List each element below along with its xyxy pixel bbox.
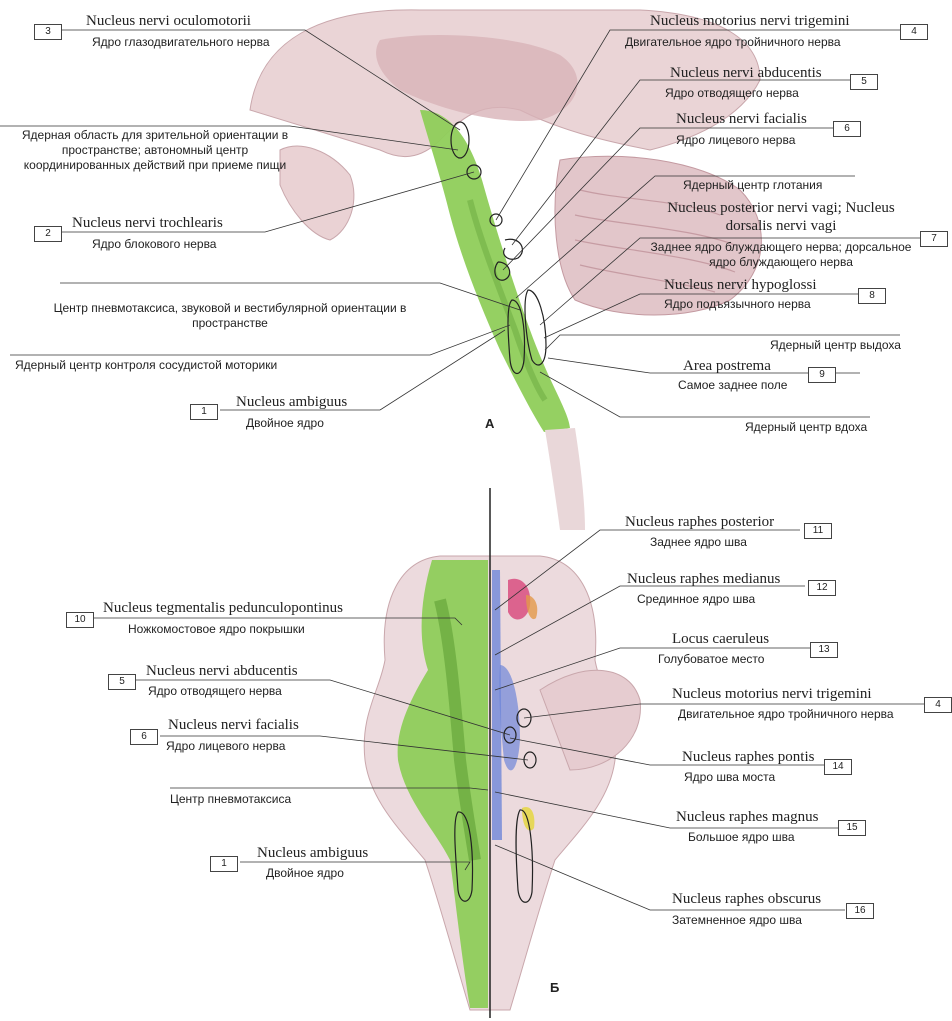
label-box-4a: 4 bbox=[900, 24, 928, 40]
label-b-trigemini-latin: Nucleus motorius nervi trigemini bbox=[672, 685, 872, 703]
label-a-postrema-russian: Самое заднее поле bbox=[678, 378, 787, 393]
label-a-hypoglossus-russian: Ядро подъязычного нерва bbox=[664, 297, 811, 312]
label-a-vasomotor-center: Ядерный центр контроля сосудистой мотори… bbox=[15, 358, 277, 373]
label-box-3: 3 bbox=[34, 24, 62, 40]
figure-letter-b: Б bbox=[550, 980, 559, 995]
label-b-raphes-obscurus-russian: Затемненное ядро шва bbox=[672, 913, 802, 928]
label-b-caeruleus-russian: Голубоватое место bbox=[658, 652, 764, 667]
label-b-raphes-posterior-latin: Nucleus raphes posterior bbox=[625, 513, 774, 531]
figure-letter-a: A bbox=[485, 416, 494, 431]
label-box-9: 9 bbox=[808, 367, 836, 383]
label-box-14: 14 bbox=[824, 759, 852, 775]
label-a-orientation-center: Ядерная область для зрительной ориентаци… bbox=[15, 128, 295, 173]
label-b-facialis-latin: Nucleus nervi facialis bbox=[168, 716, 299, 734]
label-box-13: 13 bbox=[810, 642, 838, 658]
label-box-15: 15 bbox=[838, 820, 866, 836]
label-box-7: 7 bbox=[920, 231, 948, 247]
label-a-inspiration-center: Ядерный центр вдоха bbox=[745, 420, 867, 435]
label-a-vagus-latin: Nucleus posterior nervi vagi; Nucleus do… bbox=[650, 199, 912, 235]
label-b-raphes-obscurus-latin: Nucleus raphes obscurus bbox=[672, 890, 821, 908]
label-b-caeruleus-latin: Locus caeruleus bbox=[672, 630, 769, 648]
label-b-abducens-russian: Ядро отводящего нерва bbox=[148, 684, 282, 699]
label-a-pneumotaxic-center: Центр пневмотаксиса, звуковой и вестибул… bbox=[40, 301, 420, 331]
label-b-tegmentalis-russian: Ножкомостовое ядро покрышки bbox=[128, 622, 305, 637]
label-box-2: 2 bbox=[34, 226, 62, 242]
label-b-pneumotaxic-center: Центр пневмотаксиса bbox=[170, 792, 291, 807]
label-b-raphes-magnus-russian: Большое ядро шва bbox=[688, 830, 795, 845]
label-box-8: 8 bbox=[858, 288, 886, 304]
label-box-5a: 5 bbox=[850, 74, 878, 90]
label-b-raphes-pontis-latin: Nucleus raphes pontis bbox=[682, 748, 814, 766]
label-box-6a: 6 bbox=[833, 121, 861, 137]
label-b-raphes-medianus-latin: Nucleus raphes medianus bbox=[627, 570, 780, 588]
label-a-trochlear-latin: Nucleus nervi trochlearis bbox=[72, 214, 223, 232]
label-a-facialis-russian: Ядро лицевого нерва bbox=[676, 133, 795, 148]
label-box-12: 12 bbox=[808, 580, 836, 596]
label-a-ambiguus-latin: Nucleus ambiguus bbox=[236, 393, 347, 411]
label-a-oculomotor-latin: Nucleus nervi oculomotorii bbox=[86, 12, 251, 30]
label-b-raphes-posterior-russian: Заднее ядро шва bbox=[650, 535, 747, 550]
label-box-1b: 1 bbox=[210, 856, 238, 872]
label-a-ambiguus-russian: Двойное ядро bbox=[246, 416, 324, 431]
label-a-postrema-latin: Area postrema bbox=[683, 357, 771, 375]
label-a-vagus-russian: Заднее ядро блуждающего нерва; дорсально… bbox=[640, 240, 922, 270]
label-box-16: 16 bbox=[846, 903, 874, 919]
label-box-11: 11 bbox=[804, 523, 832, 539]
label-a-hypoglossus-latin: Nucleus nervi hypoglossi bbox=[664, 276, 816, 294]
label-box-1a: 1 bbox=[190, 404, 218, 420]
label-b-abducens-latin: Nucleus nervi abducentis bbox=[146, 662, 298, 680]
label-box-10: 10 bbox=[66, 612, 94, 628]
label-box-4b: 4 bbox=[924, 697, 952, 713]
label-box-5b: 5 bbox=[108, 674, 136, 690]
label-a-trigemini-russian: Двигательное ядро тройничного нерва bbox=[625, 35, 841, 50]
label-a-abducens-russian: Ядро отводящего нерва bbox=[665, 86, 799, 101]
label-a-swallowing-center: Ядерный центр глотания bbox=[683, 178, 822, 193]
label-box-6b: 6 bbox=[130, 729, 158, 745]
label-b-facialis-russian: Ядро лицевого нерва bbox=[166, 739, 285, 754]
label-a-expiration-center: Ядерный центр выдоха bbox=[770, 338, 901, 353]
label-b-trigemini-russian: Двигательное ядро тройничного нерва bbox=[678, 707, 894, 722]
label-a-abducens-latin: Nucleus nervi abducentis bbox=[670, 64, 822, 82]
label-b-raphes-medianus-russian: Срединное ядро шва bbox=[637, 592, 755, 607]
label-a-facialis-latin: Nucleus nervi facialis bbox=[676, 110, 807, 128]
label-b-raphes-pontis-russian: Ядро шва моста bbox=[684, 770, 775, 785]
label-a-oculomotor-russian: Ядро глазодвигательного нерва bbox=[92, 35, 270, 50]
medulla-lower bbox=[545, 428, 585, 530]
pons-outline-right bbox=[490, 556, 616, 1010]
label-b-ambiguus-russian: Двойное ядро bbox=[266, 866, 344, 881]
label-b-raphes-magnus-latin: Nucleus raphes magnus bbox=[676, 808, 818, 826]
label-b-ambiguus-latin: Nucleus ambiguus bbox=[257, 844, 368, 862]
label-a-trigemini-latin: Nucleus motorius nervi trigemini bbox=[650, 12, 850, 30]
label-b-tegmentalis-latin: Nucleus tegmentalis pedunculopontinus bbox=[103, 599, 343, 617]
label-a-trochlear-russian: Ядро блокового нерва bbox=[92, 237, 216, 252]
